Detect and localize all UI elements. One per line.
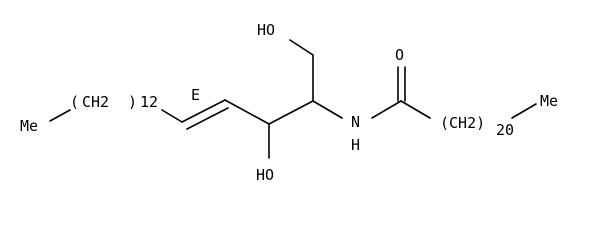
right-chain-count: 20 xyxy=(496,121,514,139)
chemical-structure: Me ( CH2 ) 12 E HO HO N H O (CH2) 20 Me xyxy=(20,21,558,184)
bond-me-ch2-left xyxy=(49,109,71,122)
hydroxyl-bottom-label: HO xyxy=(256,166,274,184)
structure-canvas: Me ( CH2 ) 12 E HO HO N H O (CH2) 20 Me xyxy=(20,21,559,184)
left-chain-paren-open: ( xyxy=(70,93,79,111)
right-terminal-methyl: Me xyxy=(540,92,558,110)
bond-chn-to-n xyxy=(312,100,343,119)
bond-alkene-to-choh xyxy=(224,99,270,125)
bond-alkene-double-inner xyxy=(186,107,229,130)
bond-alkene-double-outer xyxy=(181,99,226,123)
right-chain-group: (CH2) xyxy=(440,114,485,132)
amide-nitrogen-label: N xyxy=(351,113,360,131)
hydroxyl-top-label: HO xyxy=(257,21,275,39)
left-chain-group: CH2 xyxy=(82,93,109,111)
bond-n-to-carbonyl xyxy=(371,100,402,119)
amide-hydrogen-label: H xyxy=(351,136,360,154)
bond-choh-to-chn xyxy=(268,100,314,125)
left-terminal-methyl: Me xyxy=(20,117,38,135)
left-chain-paren-close: ) xyxy=(128,93,137,111)
carbonyl-oxygen-label: O xyxy=(395,46,404,64)
bond-chain-to-me-right xyxy=(511,103,537,119)
bond-ch2-to-ho xyxy=(289,39,314,56)
stereo-descriptor-e: E xyxy=(191,86,200,104)
bond-carbonyl-to-chain xyxy=(400,100,431,119)
bond-chain-to-alkene xyxy=(161,109,183,123)
left-chain-count: 12 xyxy=(140,93,158,111)
